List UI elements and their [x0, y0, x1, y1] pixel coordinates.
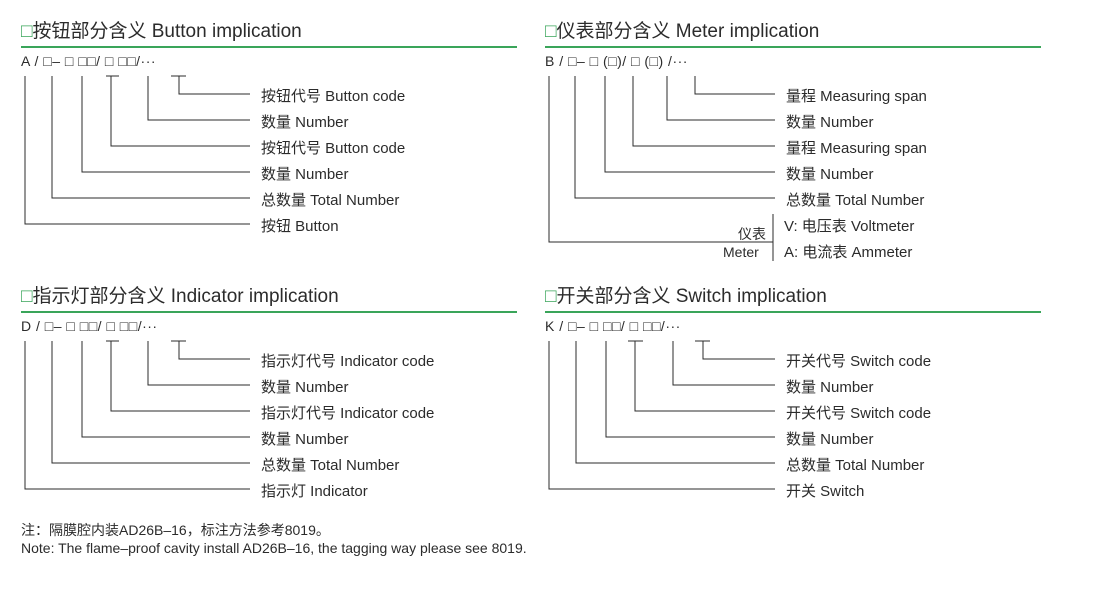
indicator-section: □指示灯部分含义 Indicator implication D / □– □ …: [21, 281, 521, 511]
model-code: A / □– □ □□/ □ □□/···: [21, 53, 157, 69]
legend-item: 数量 Number: [261, 166, 349, 183]
bracket-label-en: Meter: [723, 244, 759, 260]
legend-item: 数量 Number: [261, 379, 349, 396]
legend-item: 总数量 Total Number: [261, 192, 400, 209]
checkbox-icon: □: [21, 286, 33, 307]
legend-item: 指示灯 Indicator: [261, 483, 368, 500]
model-code: B / □– □ (□)/ □ (□) /···: [545, 53, 688, 69]
code-tree-lines: [548, 76, 775, 261]
section-title: □指示灯部分含义 Indicator implication: [21, 281, 339, 308]
switch-section: □开关部分含义 Switch implication K / □– □ □□/ …: [545, 281, 1065, 511]
checkbox-icon: □: [545, 286, 557, 307]
legend-item: 开关 Switch: [786, 483, 865, 500]
legend-item: 数量 Number: [261, 431, 349, 448]
model-code: D / □– □ □□/ □ □□/···: [21, 318, 158, 334]
bracket-label-cn: 仪表: [738, 226, 766, 242]
legend-item: 开关代号 Switch code: [786, 405, 932, 422]
legend-item: 指示灯代号 Indicator code: [261, 353, 435, 370]
model-code: K / □– □ □□/ □ □□/···: [545, 318, 681, 334]
title-underline: [21, 46, 517, 48]
legend-item: 数量 Number: [786, 166, 874, 183]
legend-item: 数量 Number: [786, 431, 874, 448]
checkbox-icon: □: [545, 21, 557, 42]
legend-item: 总数量 Total Number: [786, 192, 925, 209]
code-tree-lines: [548, 340, 775, 490]
section-title-text: 仪表部分含义 Meter implication: [556, 21, 820, 42]
title-underline: [545, 311, 1041, 313]
code-tree-lines: [24, 75, 250, 225]
section-title: □仪表部分含义 Meter implication: [545, 16, 819, 43]
legend-item: 总数量 Total Number: [786, 457, 925, 474]
meter-option: V: 电压表 Voltmeter: [784, 218, 915, 235]
title-underline: [545, 46, 1041, 48]
meter-option: A: 电流表 Ammeter: [784, 244, 913, 261]
legend-item: 按钮 Button: [261, 218, 339, 235]
legend-item: 总数量 Total Number: [261, 457, 400, 474]
legend-item: 指示灯代号 Indicator code: [261, 405, 435, 422]
section-title-text: 按钮部分含义 Button implication: [32, 21, 302, 42]
legend-item: 数量 Number: [261, 114, 349, 131]
note-cn: 注：隔膜腔内装AD26B–16，标注方法参考8019。: [21, 522, 330, 538]
section-title: □开关部分含义 Switch implication: [545, 281, 827, 308]
legend-item: 量程 Measuring span: [786, 88, 927, 105]
title-underline: [21, 311, 517, 313]
button-section: □按钮部分含义 Button implication A / □– □ □□/ …: [21, 16, 521, 246]
meter-section: □仪表部分含义 Meter implication B / □– □ (□)/ …: [545, 16, 1065, 266]
code-tree-lines: [24, 340, 250, 490]
section-title: □按钮部分含义 Button implication: [21, 16, 302, 43]
checkbox-icon: □: [21, 21, 33, 42]
legend-item: 数量 Number: [786, 114, 874, 131]
section-title-text: 开关部分含义 Switch implication: [556, 286, 827, 307]
legend-item: 量程 Measuring span: [786, 140, 927, 157]
legend-item: 按钮代号 Button code: [261, 88, 406, 105]
legend-item: 开关代号 Switch code: [786, 353, 932, 370]
legend-item: 按钮代号 Button code: [261, 140, 406, 157]
section-title-text: 指示灯部分含义 Indicator implication: [32, 286, 339, 307]
note-en: Note: The flame–proof cavity install AD2…: [21, 540, 527, 556]
legend-item: 数量 Number: [786, 379, 874, 396]
